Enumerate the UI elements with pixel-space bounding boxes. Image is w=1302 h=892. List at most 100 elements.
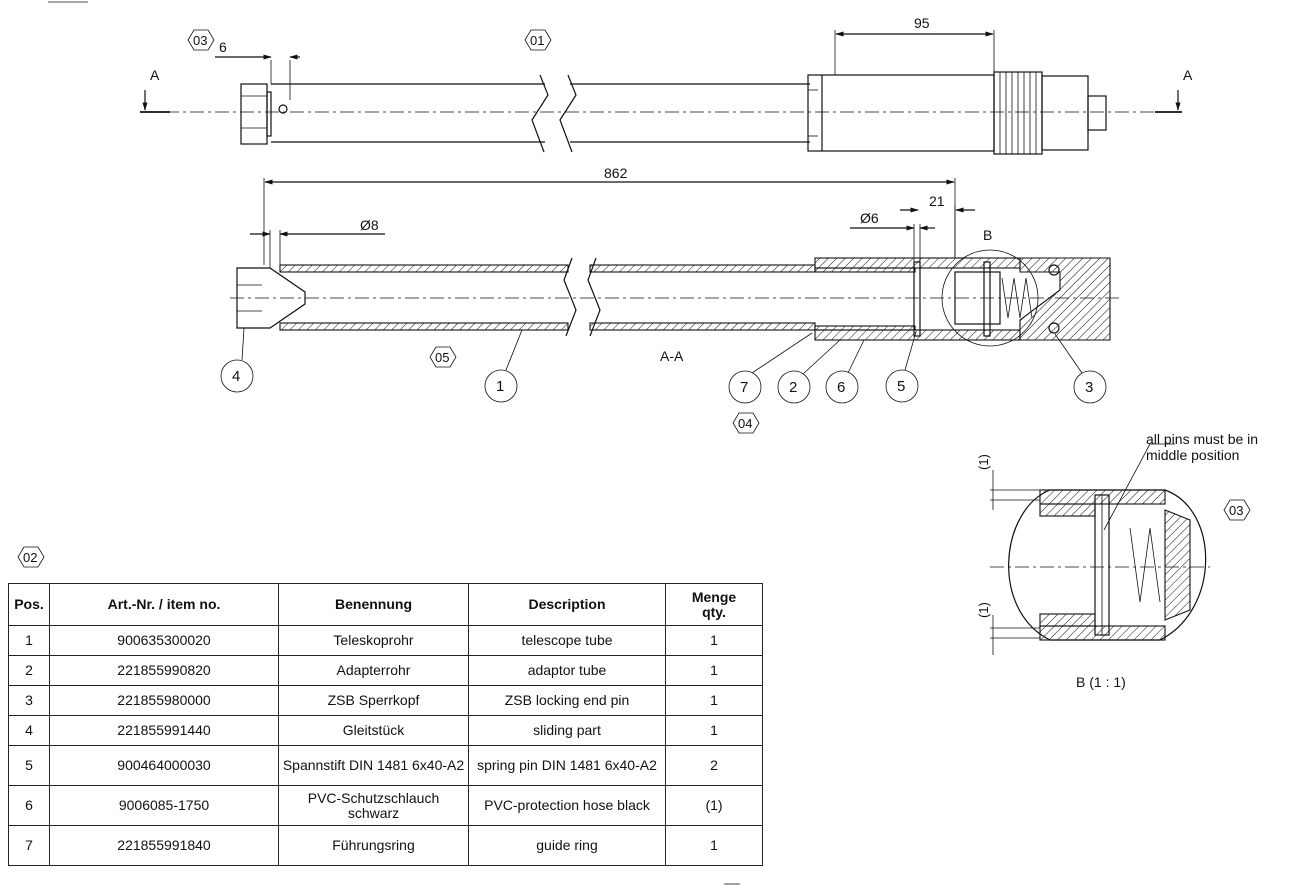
header-menge-de: Menge (691, 588, 737, 605)
cell-benennung: PVC-Schutzschlauch schwarz (278, 785, 469, 826)
table-header-row: Pos. Art.-Nr. / item no. Benennung Descr… (8, 583, 763, 626)
balloon-2: 2 (777, 339, 841, 404)
cell-benennung: Gleitstück (278, 715, 469, 746)
header-art: Art.-Nr. / item no. (49, 583, 279, 626)
cell-qty: 1 (665, 825, 763, 866)
dim-862: 862 (604, 165, 628, 181)
svg-text:04: 04 (738, 416, 752, 431)
dim-diam8: Ø8 (360, 217, 379, 233)
detail-b-circle (941, 249, 1039, 347)
svg-text:2: 2 (789, 379, 797, 396)
marker-05: 05 (429, 346, 457, 368)
marker-03-detail: 03 (1223, 499, 1251, 521)
cell-art: 221855980000 (49, 685, 279, 716)
cell-art: 9006085-1750 (49, 785, 279, 826)
cell-art: 221855990820 (49, 655, 279, 686)
dim-6: 6 (219, 39, 227, 55)
svg-text:03: 03 (1229, 503, 1243, 518)
cell-benennung: Führungsring (278, 825, 469, 866)
svg-text:05: 05 (435, 350, 449, 365)
top-view: A A (140, 15, 1193, 155)
svg-text:02: 02 (23, 550, 37, 565)
cell-qty: 2 (665, 745, 763, 786)
dim-diam6: Ø6 (860, 210, 879, 226)
cell-description: telescope tube (468, 625, 666, 656)
marker-03-top: 03 (187, 29, 215, 51)
section-letter-left: A (150, 67, 160, 83)
detail-b-view: (1) (1) all pins must be in middle posit… (976, 431, 1258, 690)
svg-text:01: 01 (530, 33, 544, 48)
marker-01: 01 (524, 29, 552, 51)
svg-text:4: 4 (232, 368, 240, 385)
section-view: B 862 Ø8 Ø6 21 A-A 05 04 (220, 165, 1120, 434)
table-row: 3 221855980000 ZSB Sperrkopf ZSB locking… (8, 685, 763, 716)
header-description: Description (468, 583, 666, 626)
balloon-7: 7 (728, 332, 813, 404)
svg-text:1: 1 (496, 378, 504, 395)
cell-benennung: Adapterrohr (278, 655, 469, 686)
thread-lines (999, 72, 1037, 154)
table-row: 7 221855991840 Führungsring guide ring 1 (8, 825, 763, 866)
cell-benennung: Spannstift DIN 1481 6x40-A2 (278, 745, 469, 786)
section-label: A-A (660, 348, 684, 364)
cell-art: 900464000030 (49, 745, 279, 786)
cell-pos: 7 (8, 825, 50, 866)
detail-dim-bottom: (1) (976, 602, 991, 618)
detail-dim-top: (1) (976, 454, 991, 470)
svg-text:6: 6 (837, 379, 845, 396)
cell-description: spring pin DIN 1481 6x40-A2 (468, 745, 666, 786)
cell-description: ZSB locking end pin (468, 685, 666, 716)
cell-pos: 6 (8, 785, 50, 826)
detail-letter-b: B (983, 227, 992, 243)
parts-list-table: Pos. Art.-Nr. / item no. Benennung Descr… (8, 583, 763, 866)
balloon-4: 4 (220, 327, 254, 393)
svg-text:7: 7 (740, 379, 748, 396)
svg-text:03: 03 (193, 33, 207, 48)
header-benennung: Benennung (278, 583, 469, 626)
cell-benennung: ZSB Sperrkopf (278, 685, 469, 716)
cell-qty: 1 (665, 685, 763, 716)
svg-text:5: 5 (897, 378, 905, 395)
cell-qty: (1) (665, 785, 763, 826)
table-row: 5 900464000030 Spannstift DIN 1481 6x40-… (8, 745, 763, 786)
header-pos: Pos. (8, 583, 50, 626)
cell-art: 900635300020 (49, 625, 279, 656)
cell-qty: 1 (665, 625, 763, 656)
table-row: 6 9006085-1750 PVC-Schutzschlauch schwar… (8, 785, 763, 826)
balloon-1: 1 (484, 329, 523, 403)
cell-art: 221855991840 (49, 825, 279, 866)
section-arrow-right: A (1155, 67, 1193, 113)
table-row: 2 221855990820 Adapterrohr adaptor tube … (8, 655, 763, 686)
cell-description: PVC-protection hose black (468, 785, 666, 826)
cell-pos: 3 (8, 685, 50, 716)
cell-benennung: Teleskoprohr (278, 625, 469, 656)
dim-21: 21 (929, 193, 945, 209)
svg-text:3: 3 (1085, 379, 1093, 396)
header-menge-en: qty. (702, 603, 726, 620)
table-row: 4 221855991440 Gleitstück sliding part 1 (8, 715, 763, 746)
cell-pos: 5 (8, 745, 50, 786)
marker-02: 02 (17, 546, 45, 568)
cell-pos: 1 (8, 625, 50, 656)
dim-95: 95 (914, 15, 930, 31)
section-letter-right: A (1183, 67, 1193, 83)
cell-description: sliding part (468, 715, 666, 746)
cell-art: 221855991440 (49, 715, 279, 746)
detail-note-line1: all pins must be in (1146, 431, 1258, 447)
detail-note-line2: middle position (1146, 447, 1239, 463)
table-row: 1 900635300020 Teleskoprohr telescope tu… (8, 625, 763, 656)
balloon-6: 6 (825, 339, 865, 404)
section-arrow-left: A (140, 67, 170, 113)
balloon-5: 5 (885, 331, 919, 403)
cell-description: guide ring (468, 825, 666, 866)
marker-04: 04 (732, 412, 760, 434)
cell-pos: 2 (8, 655, 50, 686)
header-menge: Menge qty. (665, 583, 763, 626)
cell-pos: 4 (8, 715, 50, 746)
cell-qty: 1 (665, 655, 763, 686)
cell-description: adaptor tube (468, 655, 666, 686)
cell-qty: 1 (665, 715, 763, 746)
detail-caption: B (1 : 1) (1076, 674, 1126, 690)
balloon-3: 3 (1054, 333, 1107, 404)
